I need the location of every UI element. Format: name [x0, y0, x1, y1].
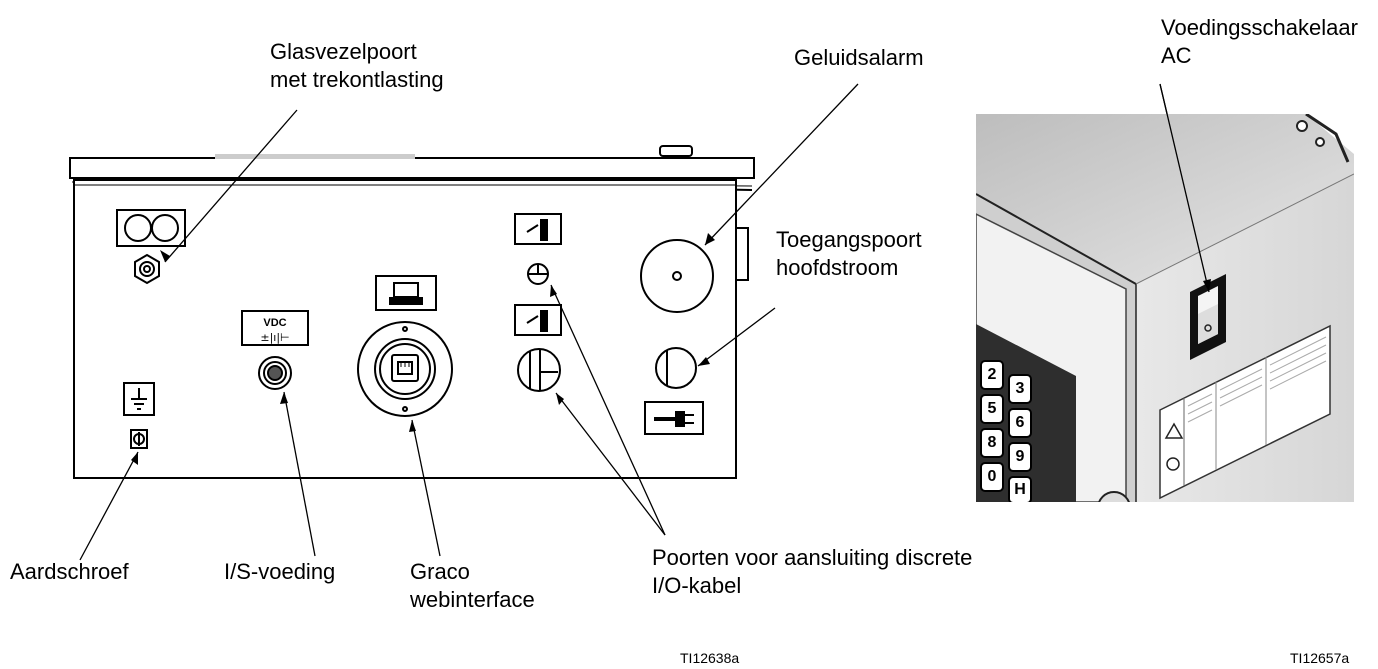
computer-icon — [375, 275, 437, 311]
figure-code-right: TI12657a — [1290, 650, 1350, 666]
ground-icon — [123, 382, 155, 416]
keypad-key: 5 — [980, 394, 1004, 424]
audio-alarm-label: Geluidsalarm — [794, 45, 924, 70]
ground-screw-label: Aardschroef — [10, 559, 129, 584]
io-port-upper — [527, 263, 549, 285]
discrete-io-label-line1: Poorten voor aansluiting discrete — [652, 545, 973, 570]
fiber-port-label-line2: met trekontlasting — [270, 67, 444, 92]
figure-code-left: TI12638a — [680, 650, 740, 666]
audio-alarm-buzzer — [640, 239, 714, 313]
light-tower-icon-2 — [514, 304, 562, 336]
power-switch-label-line2: AC — [1161, 43, 1192, 68]
io-power-connector — [258, 356, 292, 390]
power-switch-label-line1: Voedingsschakelaar — [1161, 15, 1358, 40]
keypad-key: 3 — [1008, 374, 1032, 404]
vdc-symbol: ±|ı|⊢ — [260, 331, 289, 344]
light-tower-icon — [514, 213, 562, 245]
vdc-text: VDC — [263, 317, 286, 329]
keypad-key: H — [1008, 476, 1032, 502]
fiber-port — [134, 253, 160, 285]
fiber-port-label-line1: Glasvezelpoort — [270, 39, 417, 64]
keypad-key: 2 — [980, 360, 1004, 390]
ground-screw — [130, 429, 148, 449]
power-switch — [1190, 274, 1226, 360]
graco-web-port — [357, 321, 453, 417]
main-power-access-port — [655, 347, 697, 389]
enclosure-photo-svg — [976, 114, 1354, 502]
keypad: 2 3 5 6 8 9 0 H — [976, 114, 1086, 502]
power-plug-icon — [644, 401, 704, 435]
fiber-dual-port-icon — [116, 209, 186, 247]
enclosure-photo: 2 3 5 6 8 9 0 H — [976, 114, 1354, 502]
keypad-key: 0 — [980, 462, 1004, 492]
main-power-access-label-line1: Toegangspoort — [776, 227, 922, 252]
fiber-port-label: Glasvezelpoort met trekontlasting — [270, 38, 444, 94]
power-switch-label: Voedingsschakelaar AC — [1161, 14, 1358, 70]
keypad-key: 8 — [980, 428, 1004, 458]
warning-icon — [1164, 422, 1184, 439]
graco-web-label: Graco webinterface — [410, 558, 535, 614]
discrete-io-label: Poorten voor aansluiting discrete I/O-ka… — [652, 544, 972, 600]
keypad-key: 6 — [1008, 408, 1032, 438]
io-port-lower — [517, 348, 561, 392]
keypad-key: 9 — [1008, 442, 1032, 472]
main-power-access-label: Toegangspoort hoofdstroom — [776, 226, 922, 282]
main-power-access-label-line2: hoofdstroom — [776, 255, 899, 280]
discrete-io-label-line2: I/O-kabel — [652, 573, 742, 598]
graco-web-label-line1: Graco — [410, 559, 470, 584]
vdc-icon-box — [241, 310, 309, 346]
warning-label — [1159, 324, 1331, 500]
graco-web-label-line2: webinterface — [410, 587, 535, 612]
io-power-label: I/S-voeding — [224, 559, 336, 584]
